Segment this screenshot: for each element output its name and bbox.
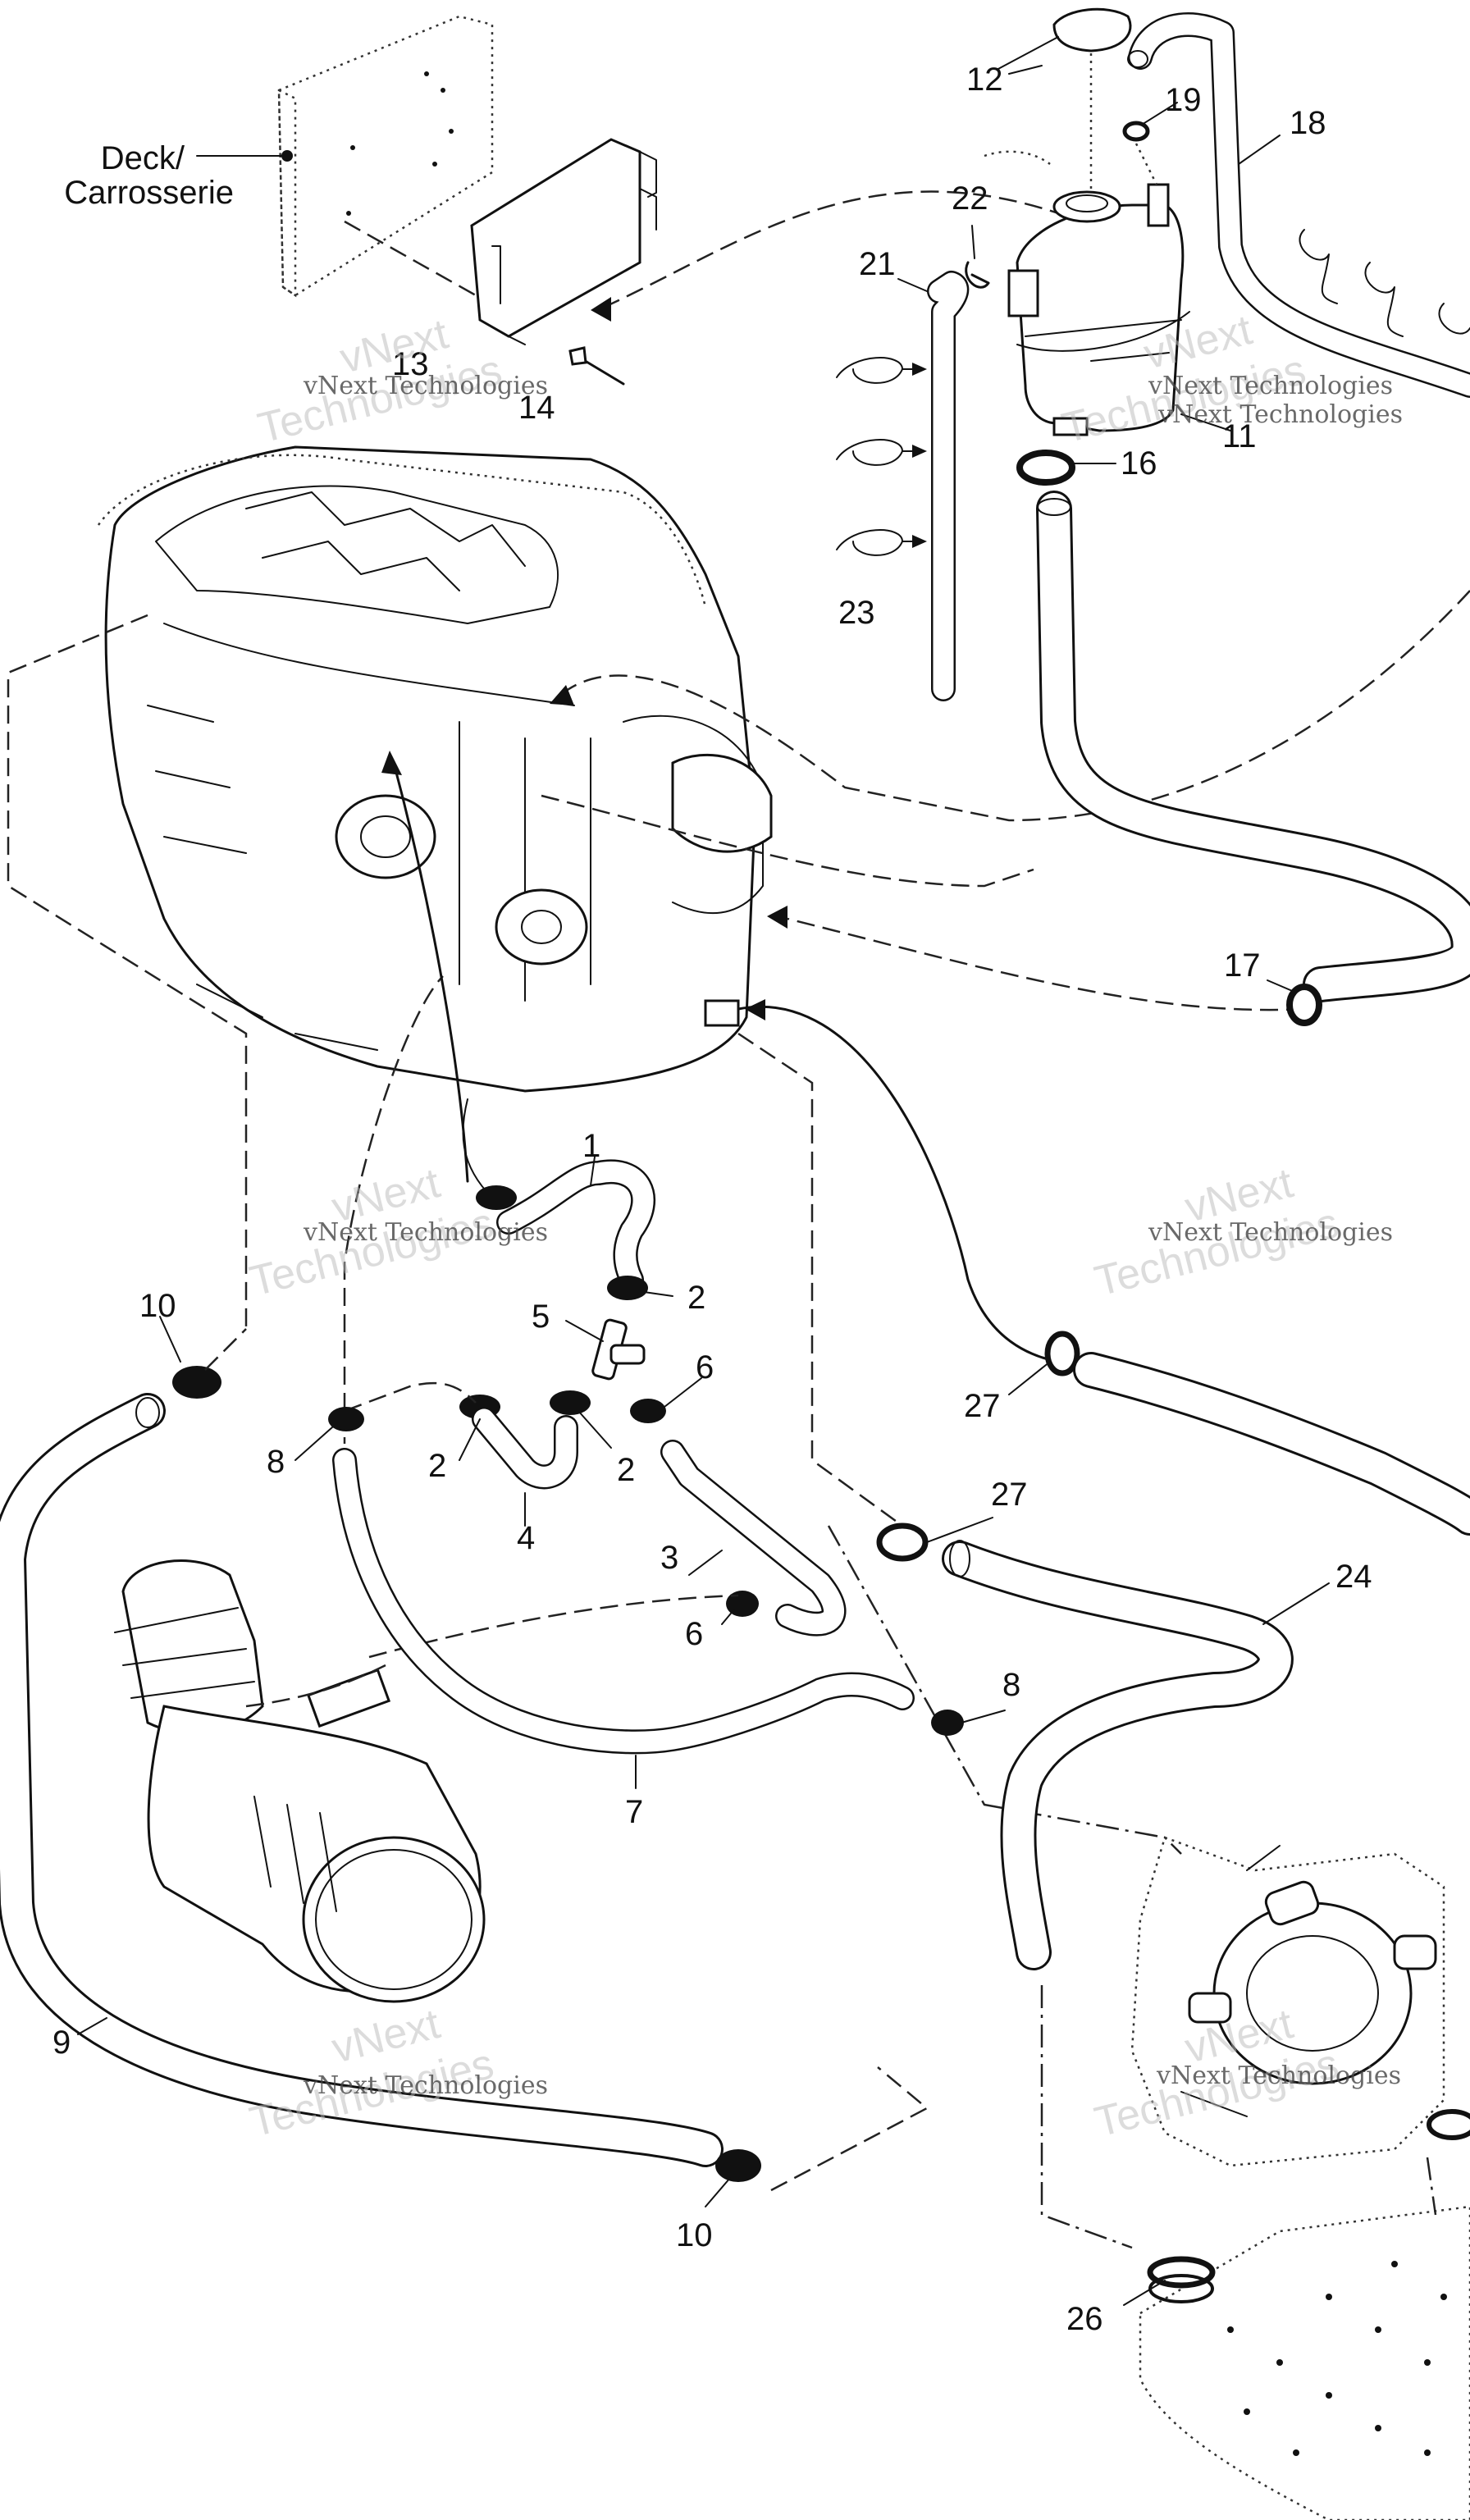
- vent-hose: [927, 271, 970, 701]
- callout-1: 1: [582, 1128, 600, 1164]
- callout-12: 12: [966, 62, 1003, 98]
- jet-pump-housing: [1130, 1836, 1445, 2167]
- callout-10-upper: 10: [139, 1288, 176, 1324]
- watermark-small-1: vNext Technologies: [303, 372, 548, 400]
- tank-o-ring: [1122, 121, 1150, 142]
- hose-24: [942, 1540, 1294, 1970]
- clamp-26: [1147, 2256, 1216, 2303]
- watermark-small-2b: vNext Technologies: [1157, 400, 1403, 429]
- watermark-small-6: vNext Technologies: [1156, 2061, 1401, 2090]
- callout-5: 5: [532, 1299, 550, 1335]
- exhaust-muffler: [114, 1559, 486, 2003]
- mounting-screw: [568, 346, 625, 386]
- hose-clips-23: [836, 357, 927, 556]
- hose-27-upper: [1073, 1352, 1470, 1536]
- overflow-hose: [1127, 12, 1470, 398]
- callout-24: 24: [1335, 1559, 1372, 1595]
- coolant-tank: [1007, 183, 1190, 436]
- callout-6-upper: 6: [696, 1349, 714, 1386]
- engine-block: [97, 445, 773, 1093]
- callout-11: 11: [1222, 418, 1257, 454]
- small-clamp-22: [965, 261, 990, 289]
- callout-3: 3: [660, 1540, 678, 1576]
- hose-7: [332, 1448, 915, 1755]
- hose-3: [660, 1440, 847, 1637]
- hose-clips-18: [1299, 229, 1470, 337]
- callout-21: 21: [859, 246, 896, 282]
- clamp-16: [1016, 450, 1075, 486]
- clamps-27: [876, 1331, 1080, 1562]
- callout-9: 9: [52, 2025, 71, 2061]
- callout-18: 18: [1290, 105, 1326, 141]
- callout-8-right: 8: [1002, 1667, 1020, 1703]
- callout-8-left: 8: [267, 1444, 285, 1480]
- callout-2-upper: 2: [687, 1280, 705, 1316]
- clamps-6: [630, 1399, 759, 1617]
- callout-27-lower: 27: [991, 1477, 1028, 1513]
- clamp-17: [1286, 984, 1322, 1026]
- callout-10-lower: 10: [676, 2217, 713, 2253]
- watermark-small-5: vNext Technologies: [303, 2071, 548, 2100]
- callout-6-lower: 6: [685, 1616, 703, 1652]
- callout-22: 22: [952, 180, 988, 217]
- watermark-small-4: vNext Technologies: [1148, 1218, 1393, 1247]
- watermark-small-2: vNext Technologies: [1148, 372, 1393, 400]
- callout-19: 19: [1165, 82, 1202, 118]
- hose-1: [462, 1098, 656, 1292]
- clamps-10: [172, 1366, 761, 2182]
- callout-7: 7: [625, 1794, 643, 1830]
- ride-plate: [1139, 2205, 1470, 2520]
- clamp-right-edge: [1427, 2109, 1470, 2140]
- mounting-bracket: [344, 138, 657, 345]
- callout-23: 23: [838, 595, 875, 631]
- deck-panel: [277, 15, 494, 298]
- callout-2-left: 2: [428, 1448, 446, 1484]
- callout-16: 16: [1121, 445, 1157, 482]
- deck-label-line1: Deck/: [101, 140, 185, 176]
- callout-2-right: 2: [617, 1452, 635, 1488]
- leader-lines: [77, 36, 1330, 2306]
- tee-fitting-5: [591, 1318, 646, 1381]
- callout-13: 13: [392, 346, 429, 382]
- callout-14: 14: [518, 390, 555, 426]
- tank-lower-hose: [1036, 491, 1470, 1002]
- callout-17: 17: [1224, 947, 1261, 984]
- elbow-hose-4: [472, 1407, 578, 1490]
- watermark-small-3: vNext Technologies: [303, 1218, 548, 1247]
- callout-4: 4: [517, 1520, 535, 1556]
- callout-27-upper: 27: [964, 1388, 1001, 1424]
- clamps-8: [328, 1407, 964, 1736]
- tank-cap: [1052, 7, 1132, 52]
- callout-26: 26: [1066, 2301, 1103, 2337]
- hose-9: [0, 1393, 724, 2167]
- deck-label-line2: Carrosserie: [64, 175, 234, 211]
